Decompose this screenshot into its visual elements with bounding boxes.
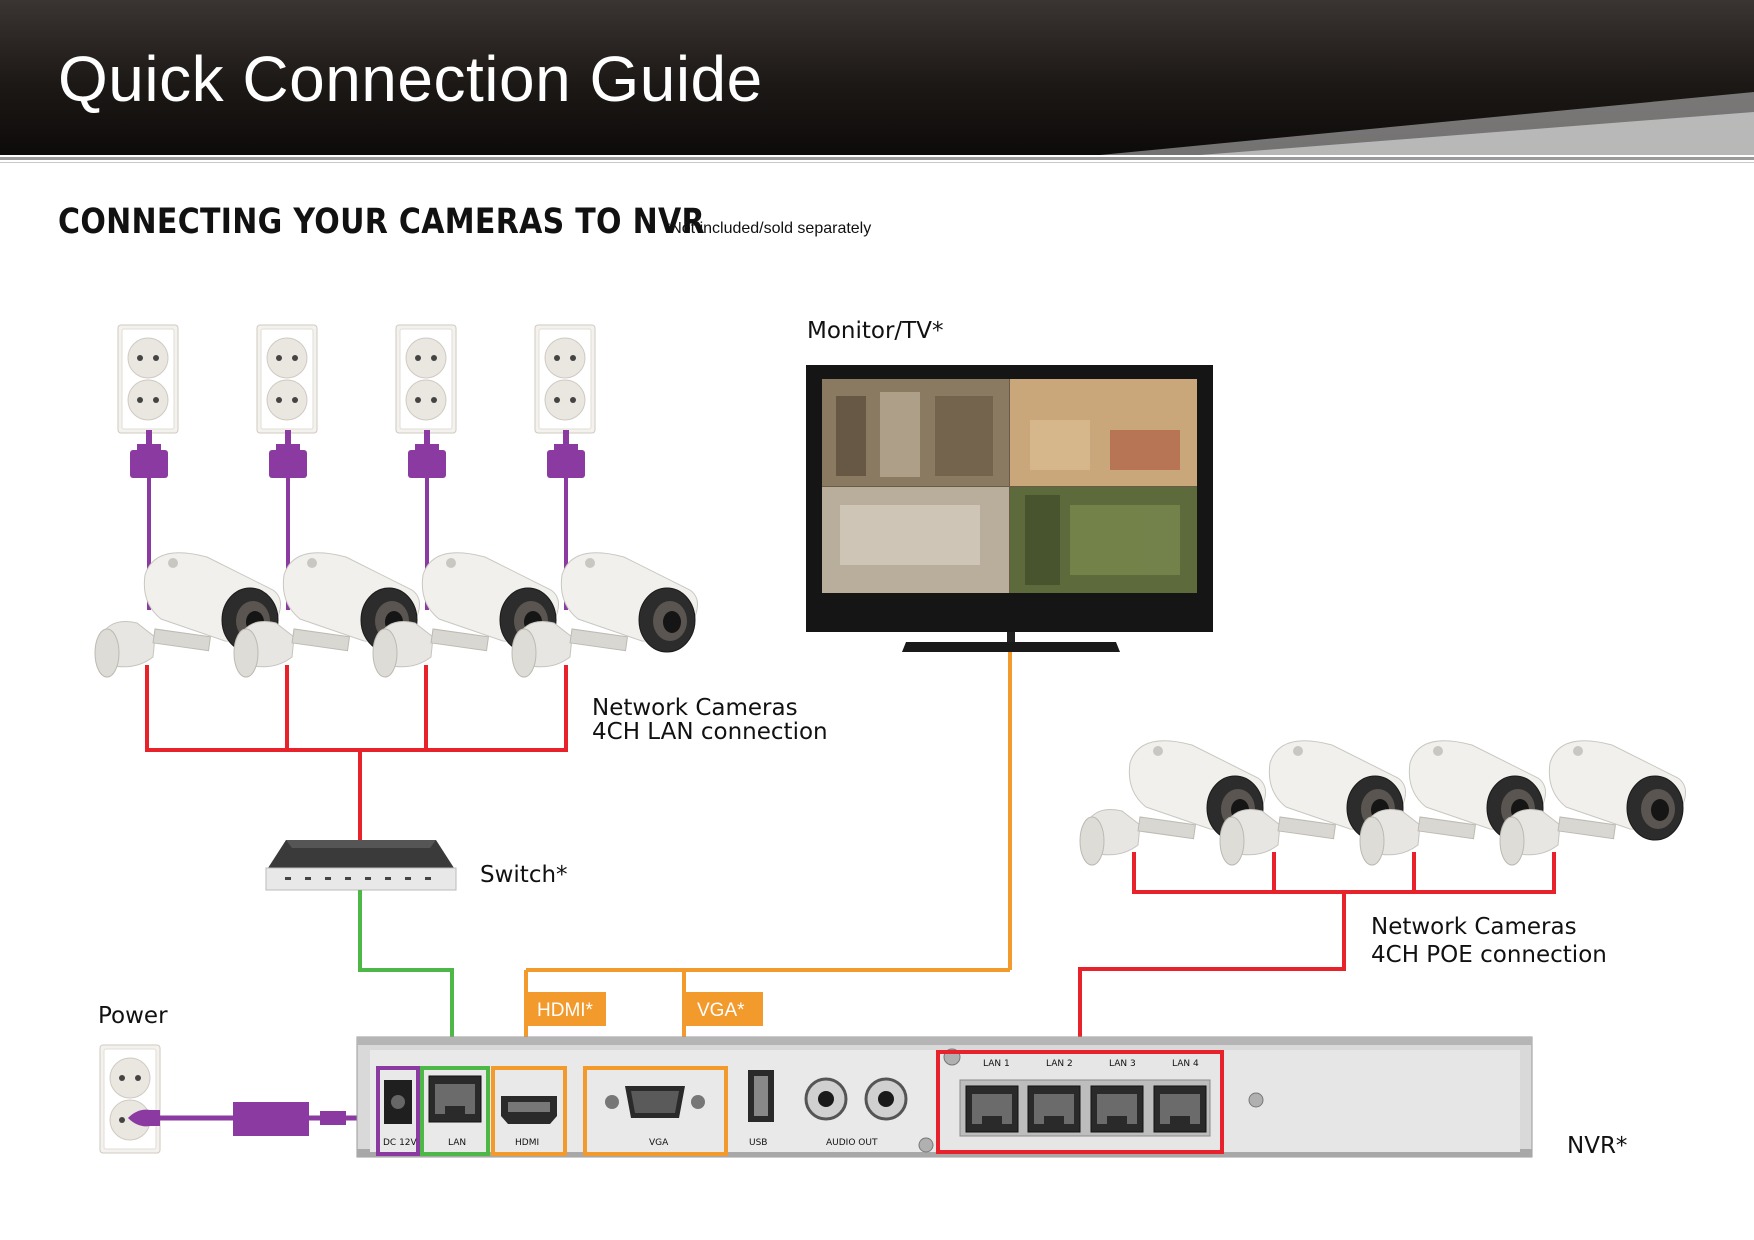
hdmi-port-label: HDMI xyxy=(515,1138,539,1148)
wall-outlet-1 xyxy=(117,324,179,434)
nvr-lan-port: LAN xyxy=(420,1066,490,1156)
header-divider-thin xyxy=(0,162,1754,163)
section-title: CONNECTING YOUR CAMERAS TO NVR xyxy=(58,202,705,243)
page-title: Quick Connection Guide xyxy=(58,43,763,115)
nvr-audio-port: AUDIO OUT xyxy=(804,1077,908,1148)
hdmi-tag-label: HDMI* xyxy=(537,1000,594,1021)
nvr-poe-ports: LAN 1 LAN 2 LAN 3 LAN 4 xyxy=(936,1050,1224,1154)
lan4-port-label: LAN 4 xyxy=(1172,1059,1199,1069)
vga-tag-label: VGA* xyxy=(697,1000,745,1021)
poe-cameras-label-1: Network Cameras xyxy=(1371,914,1577,940)
poe-camera-cables xyxy=(1078,852,1556,1052)
nvr-hdmi-port: HDMI xyxy=(491,1066,567,1156)
network-switch xyxy=(265,840,457,891)
poe-cameras-label-2: 4CH POE connection xyxy=(1371,942,1607,968)
nvr-usb-port: USB xyxy=(748,1070,774,1148)
vga-port-label: VGA xyxy=(649,1138,669,1148)
nvr-label: NVR* xyxy=(1567,1133,1627,1159)
power-plug-4 xyxy=(547,430,585,478)
header-bar: Quick Connection Guide xyxy=(0,0,1754,155)
hdmi-tag: HDMI* xyxy=(526,992,606,1026)
nvr-dc-port: DC 12V xyxy=(376,1066,420,1156)
nvr-power-outlet xyxy=(99,1044,161,1154)
nvr-vga-port: VGA xyxy=(583,1066,728,1156)
wall-outlet-2 xyxy=(256,324,318,434)
power-plug-1 xyxy=(130,430,168,478)
header-divider xyxy=(0,157,1754,160)
lan3-port-label: LAN 3 xyxy=(1109,1059,1136,1069)
power-label: Power xyxy=(98,1003,168,1029)
lan-cameras-label-1: Network Cameras xyxy=(592,695,798,721)
audio-port-label: AUDIO OUT xyxy=(826,1138,878,1148)
monitor-tv xyxy=(806,365,1213,652)
vga-tag: VGA* xyxy=(684,992,763,1026)
power-plug-2 xyxy=(269,430,307,478)
dc-port-label: DC 12V xyxy=(383,1138,418,1148)
lan-cameras-label-2: 4CH LAN connection xyxy=(592,719,828,745)
header-sweep xyxy=(1100,92,1754,155)
switch-to-nvr-cable xyxy=(358,890,454,1068)
power-plug-3 xyxy=(408,430,446,478)
section-note: *Not included/sold separately xyxy=(664,220,872,237)
usb-port-label: USB xyxy=(749,1138,767,1148)
monitor-label: Monitor/TV* xyxy=(807,318,943,344)
lan2-port-label: LAN 2 xyxy=(1046,1059,1073,1069)
lan-port-label: LAN xyxy=(448,1138,466,1148)
nvr-power-adapter xyxy=(128,1102,380,1136)
wall-outlet-4 xyxy=(534,324,596,434)
wall-outlet-3 xyxy=(395,324,457,434)
switch-label: Switch* xyxy=(480,862,568,888)
lan-camera-cables xyxy=(145,665,568,840)
lan1-port-label: LAN 1 xyxy=(983,1059,1010,1069)
